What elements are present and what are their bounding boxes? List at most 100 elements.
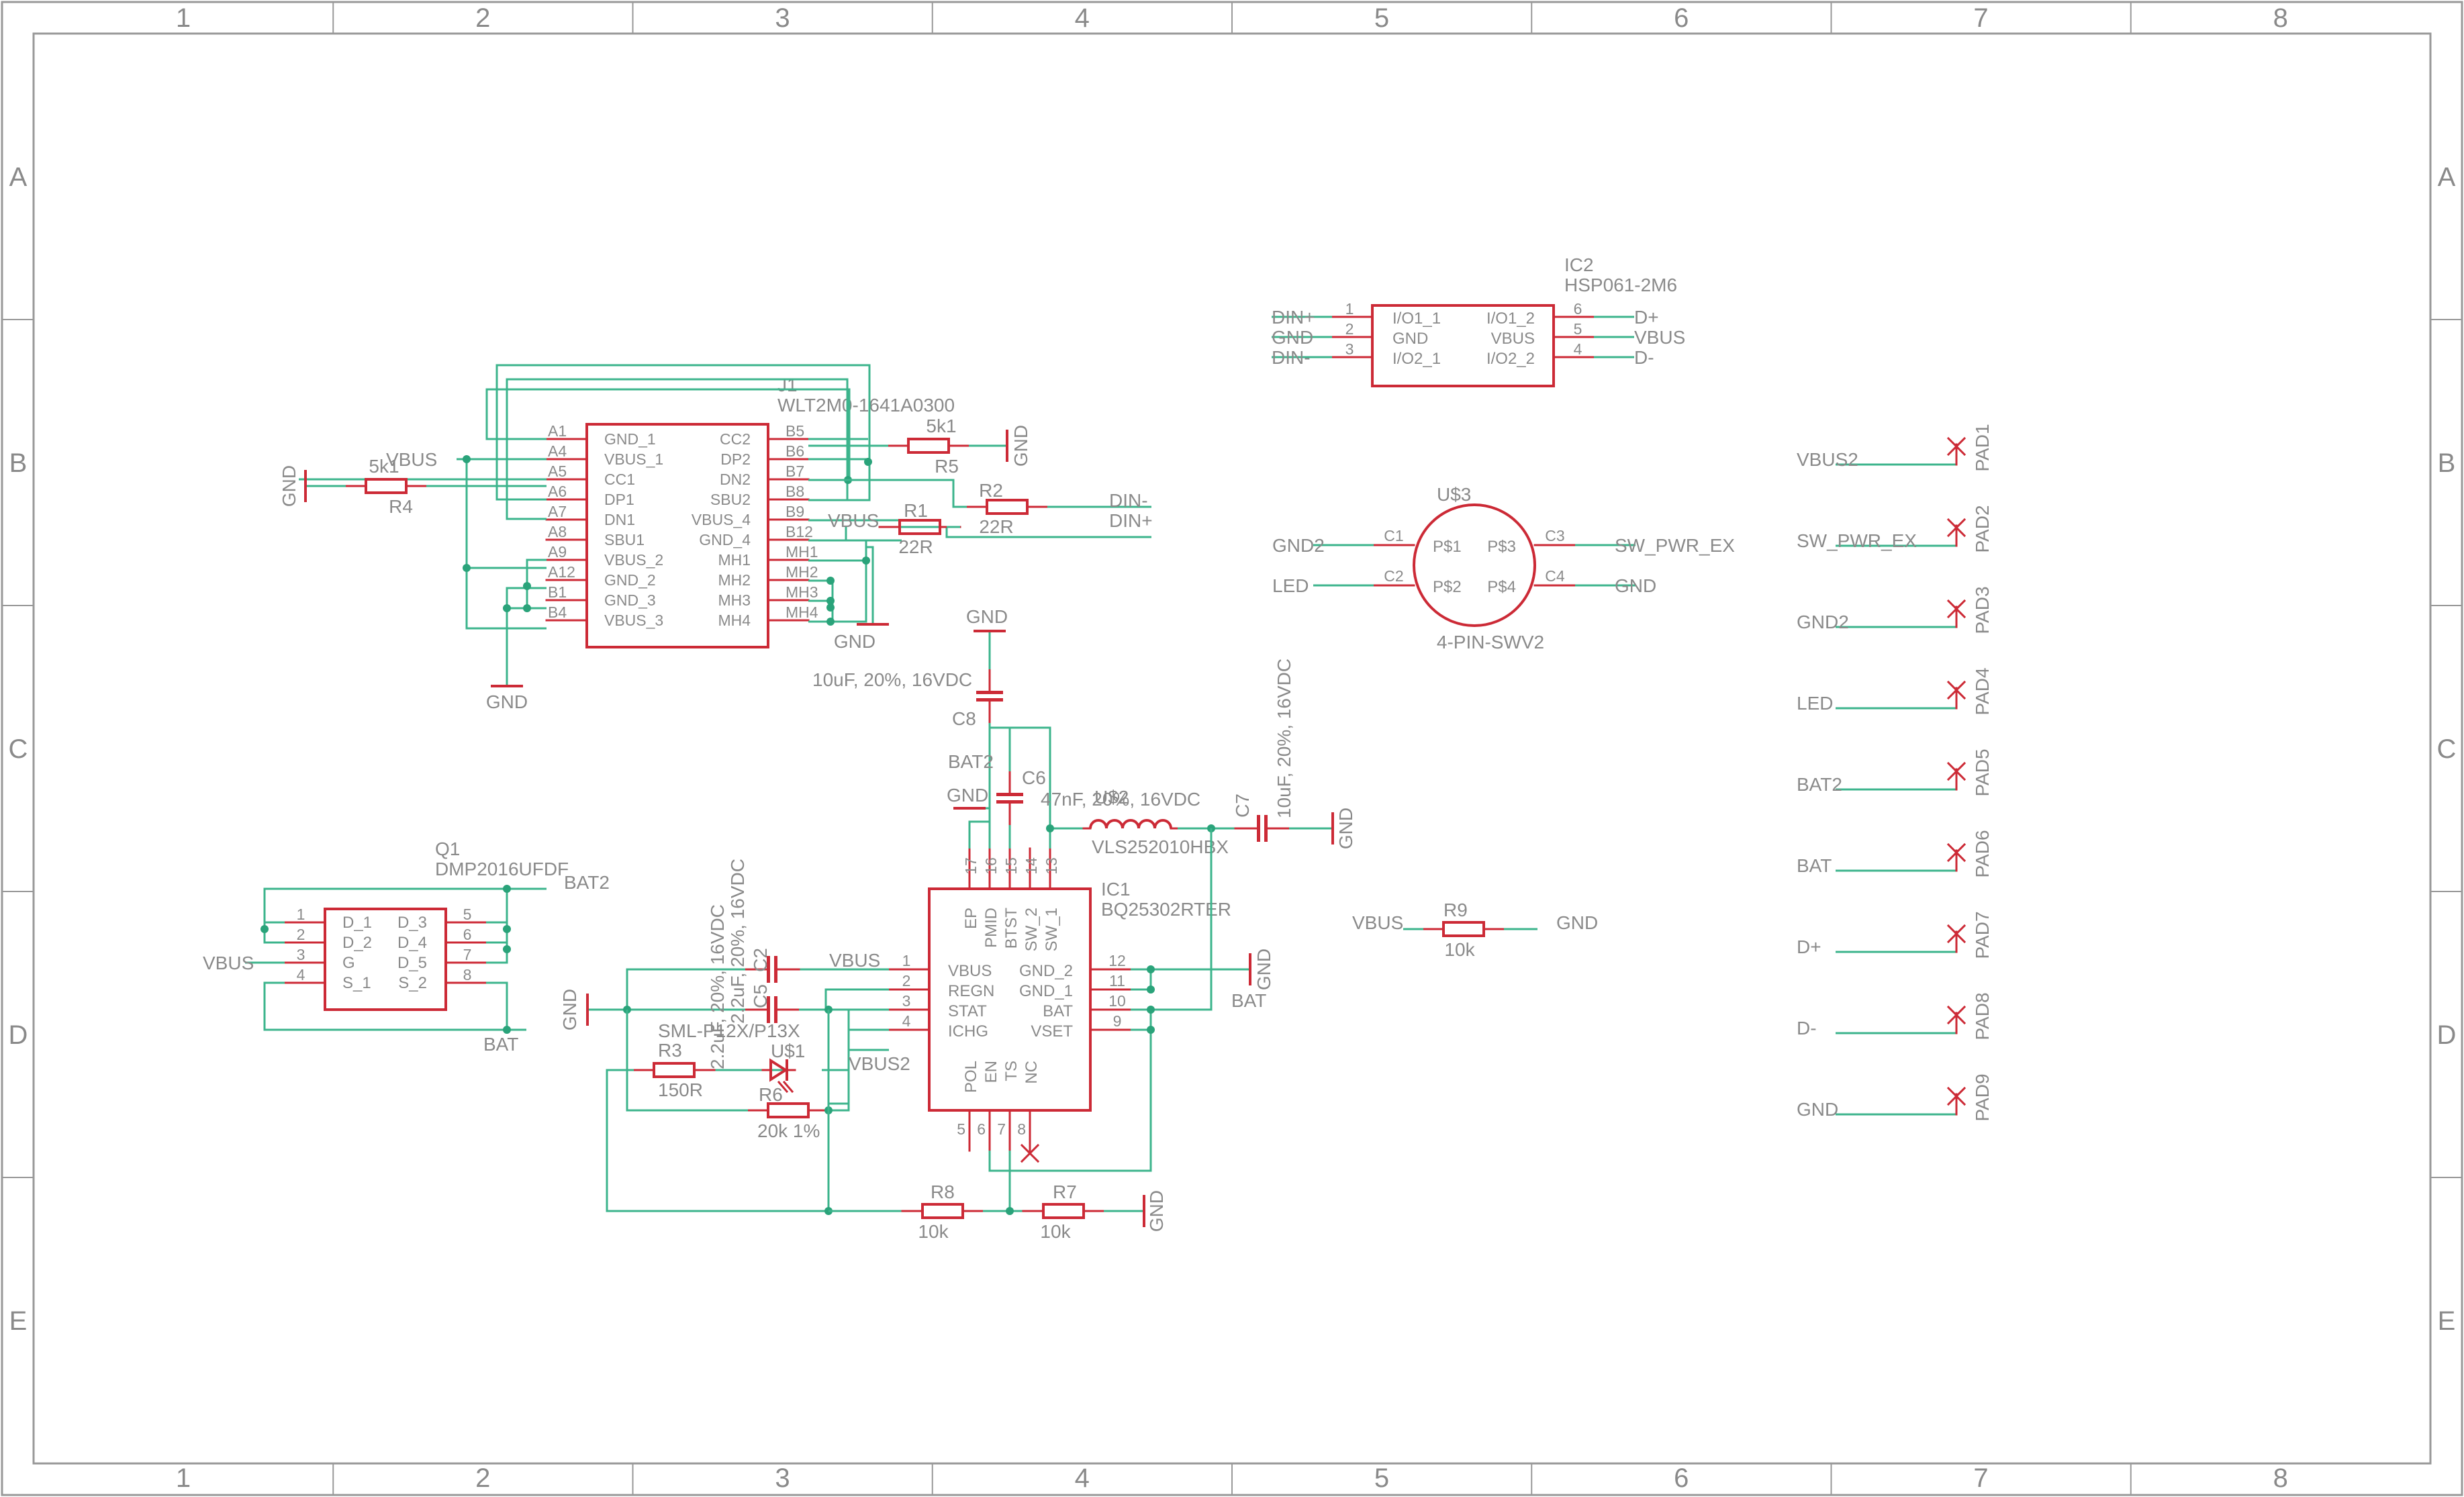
- column-number-top: 5: [1374, 3, 1389, 33]
- net-label-gnd: GND: [1253, 949, 1274, 990]
- no-connect-mark: [1946, 680, 1967, 700]
- c2-value: 2.2uF, 20%, 16VDC: [707, 904, 728, 1069]
- junction-dot: [826, 577, 835, 585]
- pad-net-label: D+: [1797, 936, 1821, 957]
- q1-pin-name: D_4: [397, 934, 427, 952]
- ic2-net-label: D+: [1634, 307, 1659, 328]
- net-label-gnd: GND: [1146, 1190, 1167, 1232]
- wire-ep-pmid: [968, 820, 991, 849]
- wire-dn-loop: [506, 378, 849, 520]
- row-letter-left: E: [9, 1306, 28, 1336]
- row-letter-right: B: [2438, 448, 2456, 478]
- u3-net-label: GND2: [1272, 535, 1325, 556]
- ic2-pin-number: 3: [1345, 340, 1354, 358]
- net-label-bat: BAT: [483, 1034, 518, 1055]
- c8-body: [976, 698, 1003, 702]
- junction-dot: [260, 925, 269, 933]
- net-label-gnd: GND: [559, 989, 580, 1030]
- r6-ref: R6: [759, 1084, 783, 1105]
- ic1-pin-name: REGN: [948, 982, 994, 1000]
- wire-q1-d3: [486, 889, 508, 924]
- pad-net-label: SW_PWR_EX: [1797, 530, 1917, 551]
- ic1-pin-name: TS: [1002, 1061, 1021, 1081]
- ic1-pin-name: EN: [982, 1061, 1000, 1083]
- ic2-net-label: D-: [1634, 347, 1654, 368]
- net-label-gnd: GND: [834, 631, 875, 652]
- ic1-pin-name: SW_1: [1043, 908, 1061, 951]
- ic1-pin-name: VBUS: [948, 962, 992, 980]
- j1-pin-name: VBUS_2: [604, 551, 663, 569]
- j1-pin-number: B12: [786, 523, 813, 540]
- net-label-gnd: GND: [486, 691, 528, 712]
- q1-pin-number: 2: [297, 926, 305, 943]
- r2-body: [986, 499, 1029, 515]
- ic1-pin-name: GND_2: [1019, 962, 1073, 980]
- c5-value: 2.2uF, 20%, 16VDC: [727, 859, 748, 1024]
- q1-pin-name: D_5: [397, 954, 427, 972]
- junction-dot: [826, 618, 835, 626]
- u3-pin-number: C4: [1545, 567, 1565, 585]
- ic2-net-label: DIN-: [1272, 347, 1311, 368]
- junction-dot: [503, 1026, 511, 1034]
- j1-pin-name: SBU1: [604, 531, 645, 548]
- q1-pin-name: S_2: [398, 974, 427, 992]
- net-label-bat2: BAT2: [948, 751, 994, 772]
- inductor-symbol: [1089, 819, 1172, 829]
- wire-regn2: [824, 988, 889, 1010]
- j1-pin-number: A9: [548, 543, 567, 561]
- ic2-pin-name: GND: [1392, 330, 1428, 348]
- no-connect-mark: [1020, 1143, 1040, 1163]
- c2-body: [774, 956, 777, 983]
- c6-body: [996, 800, 1023, 804]
- u3-switch-body: [1413, 503, 1536, 627]
- ic1-pin-name: VSET: [1031, 1022, 1073, 1041]
- r5-ref: R5: [935, 456, 959, 477]
- q1-pin-number: 8: [463, 966, 472, 983]
- net-label-vbus: VBUS: [203, 953, 254, 973]
- ic1-pin-number: 5: [957, 1120, 965, 1138]
- pad-net-label: BAT2: [1797, 774, 1842, 795]
- ic2-value: HSP061-2M6: [1564, 275, 1677, 295]
- j1-pin-number: A12: [548, 563, 575, 581]
- q1-pin-name: S_1: [342, 974, 371, 992]
- pad-net-label: GND2: [1797, 612, 1849, 632]
- ic1-pin-name: GND_1: [1019, 982, 1073, 1000]
- r5-value: 5k1: [926, 416, 956, 436]
- net-label-gnd: GND: [947, 785, 988, 806]
- u3-ref: U$3: [1437, 484, 1471, 505]
- wire-gnd4: [808, 559, 867, 623]
- wire-q1-d5: [486, 922, 508, 964]
- r8-value: 10k: [918, 1221, 949, 1242]
- q1-pin-number: 3: [297, 946, 305, 963]
- r8-body: [921, 1203, 964, 1219]
- junction-dot: [503, 604, 511, 612]
- net-label-vbus: VBUS: [1352, 912, 1403, 933]
- r6-value: 20k 1%: [757, 1120, 820, 1141]
- column-number-top: 4: [1075, 3, 1090, 33]
- ic2-pin-number: 6: [1574, 300, 1582, 318]
- q1-pin-number: 1: [297, 906, 305, 923]
- pad-ref: PAD5: [1972, 748, 1993, 796]
- j1-pin-number: A4: [548, 442, 567, 460]
- column-number-bottom: 3: [775, 1463, 790, 1493]
- wire-q1-s2: [486, 981, 508, 1030]
- column-number-top: 1: [176, 3, 191, 33]
- net-label-gnd: GND: [1335, 808, 1356, 849]
- wire-r3-loop: [606, 1069, 828, 1212]
- j1-pin-number: B6: [786, 442, 804, 460]
- r1-body: [898, 519, 941, 535]
- c8-value: 10uF, 20%, 16VDC: [812, 669, 972, 690]
- wire-cc2: [808, 458, 869, 462]
- junction-dot: [1147, 985, 1155, 994]
- pad-net-label: LED: [1797, 693, 1833, 714]
- led-arrow: [782, 1080, 794, 1094]
- j1-pin-number: A6: [548, 483, 567, 500]
- ic1-pin-number: 4: [902, 1012, 911, 1030]
- row-letter-left: D: [9, 1020, 28, 1050]
- column-number-top: 6: [1674, 3, 1689, 33]
- q1-pin-number: 6: [463, 926, 472, 943]
- j1-body: [585, 423, 769, 648]
- ic1-pin-number: 15: [1002, 857, 1020, 875]
- pad-net-label: VBUS2: [1797, 449, 1858, 470]
